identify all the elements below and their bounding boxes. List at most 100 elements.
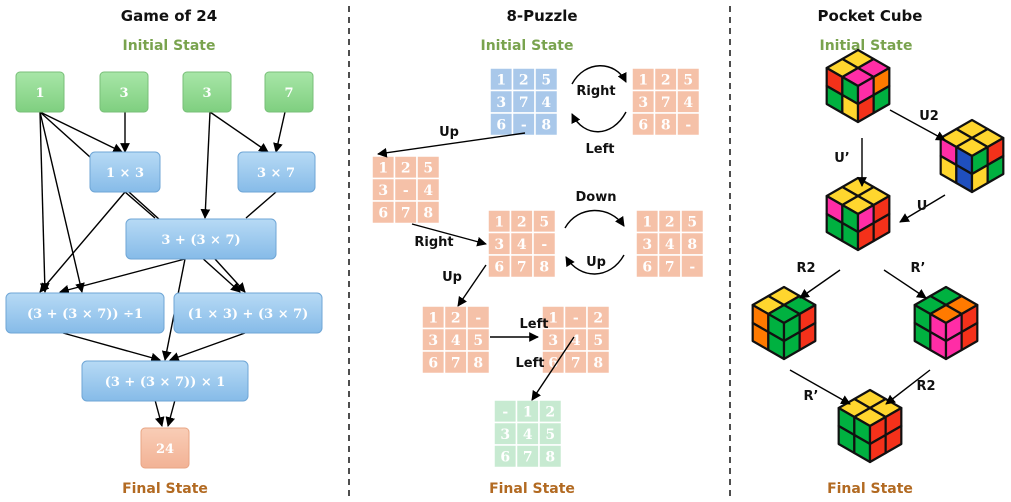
move-right-label: Right: [576, 84, 615, 99]
puzzle-tile-label: 2: [665, 214, 675, 230]
game24-result-node: 24: [140, 427, 190, 469]
puzzle-tile-label: 4: [451, 333, 461, 349]
puzzle-tile-label: 4: [523, 427, 533, 443]
svg-text:(3 + (3 × 7)) ÷1: (3 + (3 × 7)) ÷1: [27, 307, 143, 322]
puzzle-tile-label: -: [475, 310, 481, 326]
puzzle-tile-label: 1: [523, 404, 533, 420]
cube-right-sticker: [884, 424, 903, 455]
svg-text:1 × 3: 1 × 3: [106, 166, 144, 181]
move-right2-label: Right: [414, 235, 453, 250]
puzzle-tile-label: 1: [642, 214, 652, 230]
puzzle-tile-label: 2: [519, 72, 529, 88]
cube-move-u2: U2: [919, 109, 939, 124]
cube-after-r2: [751, 285, 817, 361]
puzzle-tile-label: -: [685, 117, 691, 133]
puzzle-tile-label: 8: [661, 117, 671, 133]
puzzle-tile-label: 7: [665, 259, 675, 275]
puzzle-final-label: Final State: [489, 481, 575, 497]
game24-node-sum: 3 + (3 × 7): [125, 218, 277, 260]
cube-move-u-prime: U’: [834, 151, 850, 166]
puzzle-tile-label: 8: [541, 117, 551, 133]
puzzle-tile-label: 5: [687, 214, 697, 230]
move-down-label: Down: [576, 190, 617, 205]
svg-text:1: 1: [35, 86, 44, 101]
move-up2-label: Up: [442, 270, 462, 285]
puzzle-tile: [586, 350, 611, 375]
puzzle-tile-label: 8: [545, 449, 555, 465]
game24-node-divide: (3 + (3 × 7)) ÷1: [5, 292, 165, 334]
puzzle-tile-label: 5: [541, 72, 551, 88]
puzzle-tile-label: 1: [428, 310, 438, 326]
puzzle-tile-label: 4: [683, 95, 693, 111]
puzzle-tile-label: 8: [687, 237, 697, 253]
puzzle-tile-label: 4: [541, 95, 551, 111]
svg-text:(3 + (3 × 7)) × 1: (3 + (3 × 7)) × 1: [105, 375, 226, 390]
puzzle-tile-label: 6: [428, 355, 438, 371]
puzzle-tile-label: 6: [494, 259, 504, 275]
puzzle-tile-label: 3: [496, 95, 506, 111]
puzzle-initial-label: Initial State: [481, 38, 574, 54]
puzzle-tile-label: 2: [517, 214, 527, 230]
cube-arrows: [789, 109, 946, 405]
puzzle-tile: [534, 112, 559, 137]
puzzle-tile-label: 2: [451, 310, 461, 326]
move-left-back-label: Left: [586, 142, 615, 157]
puzzle-tile-label: 1: [494, 214, 504, 230]
move-left2-label: Left: [516, 356, 545, 371]
game24-title: Game of 24: [121, 7, 217, 25]
puzzle-arrows: [377, 65, 627, 401]
cube-move-r-prime-right: R’: [911, 261, 926, 276]
puzzle-tile-label: 5: [539, 214, 549, 230]
puzzle-tile-label: 6: [378, 205, 388, 221]
puzzle-tile-label: -: [541, 237, 547, 253]
game24-leaf-1: 1: [15, 71, 65, 113]
puzzle-tile-label: 8: [539, 259, 549, 275]
game24-node-1x3: 1 × 3: [89, 151, 161, 193]
svg-text:24: 24: [156, 442, 174, 457]
puzzle-tile-label: -: [521, 117, 527, 133]
puzzle-tile-label: 8: [423, 205, 433, 221]
move-up-label: Up: [439, 125, 459, 140]
puzzle-tile-label: 4: [423, 183, 433, 199]
svg-text:7: 7: [284, 86, 293, 101]
puzzle-tile: [538, 444, 563, 469]
cube-title: Pocket Cube: [818, 7, 923, 25]
cube-after-rp: [913, 285, 979, 361]
puzzle-tile-label: 5: [545, 427, 555, 443]
puzzle-tile: [416, 200, 441, 225]
puzzle-tile-label: 3: [500, 427, 510, 443]
svg-text:3: 3: [202, 86, 211, 101]
cube-right-sticker: [872, 212, 891, 243]
cube-final-label: Final State: [827, 481, 913, 497]
puzzle-tile-label: 3: [548, 333, 558, 349]
cube-move-r2-bottom: R2: [916, 379, 935, 394]
puzzle-tile-label: 7: [451, 355, 461, 371]
puzzle-tile-label: 4: [665, 237, 675, 253]
puzzle-tile-label: 6: [642, 259, 652, 275]
puzzle-title: 8-Puzzle: [506, 7, 577, 25]
puzzle-tile-label: 5: [473, 333, 483, 349]
cube-move-u: U: [917, 199, 928, 214]
game24-final-label: Final State: [122, 481, 208, 497]
puzzle-tile-label: 3: [642, 237, 652, 253]
puzzle-tile-label: 7: [661, 95, 671, 111]
puzzle-tile-label: 1: [548, 310, 558, 326]
game24-leaf-2: 3: [99, 71, 149, 113]
puzzle-tile: [680, 254, 705, 279]
puzzle-tile: [532, 254, 557, 279]
puzzle-tile-label: 1: [638, 72, 648, 88]
game24-leaf-3: 3: [182, 71, 232, 113]
puzzle-tile-label: 1: [496, 72, 506, 88]
puzzle-tile-label: 8: [593, 355, 603, 371]
puzzle-tile-label: 3: [494, 237, 504, 253]
svg-text:3 + (3 × 7): 3 + (3 × 7): [161, 233, 240, 248]
puzzle-tile-label: 6: [496, 117, 506, 133]
